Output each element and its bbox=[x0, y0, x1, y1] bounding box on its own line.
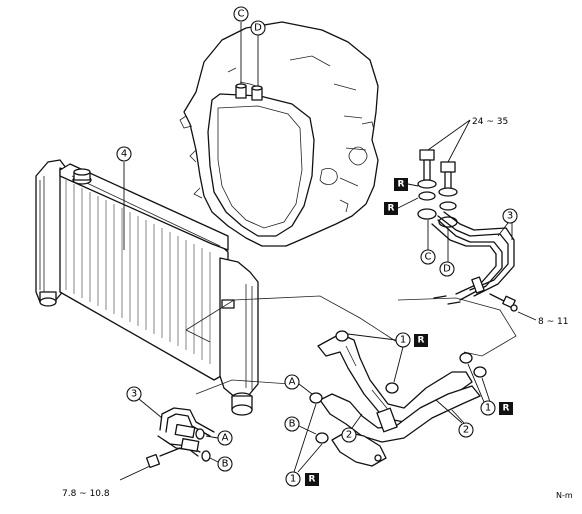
svg-text:A: A bbox=[222, 433, 229, 444]
callout-3-lower: 3 bbox=[126, 386, 163, 419]
svg-text:R: R bbox=[398, 180, 405, 190]
union-bolts-upper bbox=[417, 119, 471, 228]
oil-pipe-set bbox=[431, 211, 515, 305]
callout-4-label: 4 bbox=[121, 149, 127, 160]
callout-d-mid-label: D bbox=[443, 264, 451, 275]
r-washer-upper-left: R bbox=[394, 178, 419, 191]
svg-text:R: R bbox=[388, 204, 395, 214]
callout-c-mid: C bbox=[420, 249, 436, 265]
callout-d-top: D bbox=[250, 20, 266, 36]
detail-frame-right bbox=[397, 297, 517, 357]
pipe-end-detail bbox=[119, 407, 215, 481]
svg-text:1: 1 bbox=[290, 474, 296, 485]
callout-3-upper: 3 bbox=[497, 208, 518, 240]
svg-text:2: 2 bbox=[346, 430, 352, 441]
callout-1-lower: 1 R bbox=[285, 403, 323, 487]
torque-bolt-lower-left: 7.8 ~ 10.8 bbox=[62, 489, 110, 499]
svg-text:R: R bbox=[503, 404, 510, 414]
callout-c-label: C bbox=[238, 9, 245, 20]
svg-text:R: R bbox=[309, 475, 316, 485]
svg-text:3: 3 bbox=[131, 389, 137, 400]
detail-frame-upper bbox=[185, 295, 401, 345]
svg-text:A: A bbox=[289, 377, 296, 388]
callout-1-right: 1 R bbox=[467, 363, 513, 416]
callout-c-mid-label: C bbox=[425, 252, 432, 263]
callout-2-left: 2 bbox=[341, 413, 363, 443]
transaxle-case bbox=[179, 21, 379, 247]
callout-d-mid: D bbox=[439, 261, 455, 277]
detail-frame-lower bbox=[185, 329, 291, 395]
svg-text:B: B bbox=[289, 419, 296, 430]
radiator bbox=[35, 159, 259, 416]
callout-b-center: B bbox=[284, 416, 317, 435]
svg-text:1: 1 bbox=[400, 335, 406, 346]
callout-2-right: 2 bbox=[435, 399, 474, 438]
svg-text:B: B bbox=[222, 459, 229, 470]
callout-4: 4 bbox=[116, 146, 132, 162]
svg-text:2: 2 bbox=[463, 425, 469, 436]
callout-d-label: D bbox=[254, 23, 262, 34]
svg-text:1: 1 bbox=[485, 403, 491, 414]
cooler-hoses bbox=[309, 330, 487, 467]
torque-bolt-right: 8 ~ 11 bbox=[538, 317, 568, 327]
svg-text:R: R bbox=[418, 336, 425, 346]
r-washer-lower-left: R bbox=[384, 197, 419, 215]
torque-bolt-upper: 24 ~ 35 bbox=[472, 117, 508, 127]
callout-1-upper: 1 R bbox=[347, 332, 428, 383]
callout-b-lower: B bbox=[209, 456, 233, 472]
callout-3-upper-label: 3 bbox=[507, 211, 513, 222]
bracket-bolt-right bbox=[489, 293, 537, 321]
callout-a-center: A bbox=[284, 374, 313, 395]
callout-c-top: C bbox=[233, 6, 249, 22]
callout-a-lower: A bbox=[205, 430, 233, 446]
unit-code: N-m bbox=[556, 491, 573, 500]
